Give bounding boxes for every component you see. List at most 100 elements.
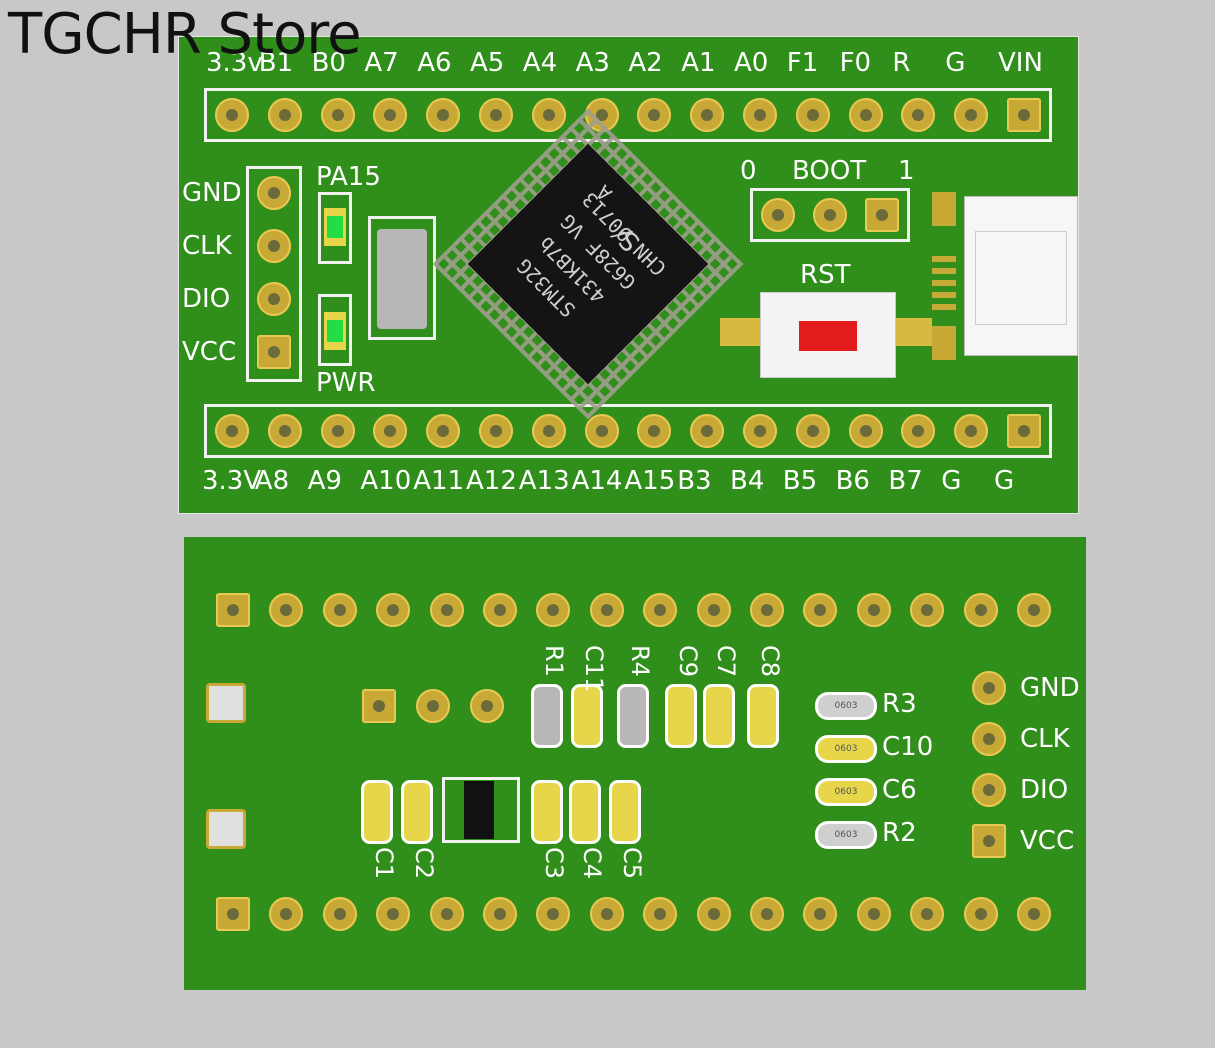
bv-bottom-pad[interactable] — [856, 897, 891, 931]
smd-component — [572, 783, 598, 841]
bv-swd-pad[interactable] — [972, 824, 1006, 858]
bv-swd-pad[interactable] — [972, 722, 1006, 756]
bottom-pin-pad[interactable] — [267, 414, 302, 448]
bv-top-pad[interactable] — [376, 593, 411, 627]
rst-button-cap[interactable] — [799, 321, 857, 351]
bv-top-pad[interactable] — [269, 593, 304, 627]
top-pin-pad[interactable] — [795, 98, 830, 132]
smd-label: C6 — [882, 775, 917, 805]
bv-top-pad[interactable] — [1017, 593, 1051, 627]
bv-top-pad[interactable] — [696, 593, 731, 627]
bottom-pin-pad[interactable] — [954, 414, 989, 448]
bottom-pin-pad[interactable] — [426, 414, 461, 448]
swd-pin-label: DIO — [182, 284, 231, 314]
bv-top-pad[interactable] — [750, 593, 784, 627]
top-pin-pad[interactable] — [373, 98, 408, 132]
swd-pin-pad[interactable] — [257, 282, 291, 316]
smd-label: C8 — [756, 645, 784, 678]
bv-top-pad[interactable] — [589, 593, 624, 627]
bottom-pin-pad[interactable] — [901, 414, 936, 448]
bv-top-pad[interactable] — [856, 593, 891, 627]
bottom-pin-pad[interactable] — [320, 414, 355, 448]
bottom-pin-pad[interactable] — [584, 414, 619, 448]
bv-bottom-pad[interactable] — [963, 897, 998, 931]
mount-hole-2 — [206, 809, 246, 849]
bv-top-pad[interactable] — [963, 593, 998, 627]
led-pa15 — [324, 208, 346, 246]
bottom-pin-label: A10 — [360, 466, 412, 496]
top-pin-pad[interactable] — [637, 98, 672, 132]
rst-label: RST — [800, 260, 851, 290]
bv-bottom-pad[interactable] — [910, 897, 945, 931]
bv-top-pad[interactable] — [910, 593, 945, 627]
top-pin-pad[interactable] — [531, 98, 566, 132]
bv-bottom-pad[interactable] — [1017, 897, 1051, 931]
bv-bottom-pad[interactable] — [376, 897, 411, 931]
top-pin-pad[interactable] — [901, 98, 936, 132]
bv-top-pad[interactable] — [483, 593, 517, 627]
smd-package: 0603 — [834, 701, 858, 711]
bv-pad-a[interactable] — [362, 689, 396, 723]
top-pin-pad[interactable] — [690, 98, 725, 132]
top-pin-pad[interactable] — [1007, 98, 1041, 132]
bv-bottom-pad[interactable] — [216, 897, 250, 931]
bv-top-pad[interactable] — [643, 593, 678, 627]
top-pin-pad[interactable] — [320, 98, 355, 132]
bv-swd-pad[interactable] — [972, 671, 1006, 705]
bottom-pin-pad[interactable] — [848, 414, 883, 448]
bv-bottom-pad[interactable] — [322, 897, 357, 931]
smd-label: R1 — [540, 645, 568, 677]
bv-pad-c[interactable] — [470, 689, 504, 723]
bv-top-pad[interactable] — [803, 593, 838, 627]
boot-zero-label: 0 — [740, 156, 757, 186]
bv-bottom-pad[interactable] — [803, 897, 838, 931]
boot-pad-0[interactable] — [761, 198, 795, 232]
bv-bottom-pad[interactable] — [589, 897, 624, 931]
bottom-pin-pad[interactable] — [690, 414, 725, 448]
bv-top-pad[interactable] — [322, 593, 357, 627]
bottom-pin-pad[interactable] — [743, 414, 777, 448]
top-pin-pad[interactable] — [743, 98, 777, 132]
top-pin-pad[interactable] — [848, 98, 883, 132]
smd-label: C3 — [540, 847, 568, 880]
bv-bottom-pad[interactable] — [643, 897, 678, 931]
bottom-pin-pad[interactable] — [637, 414, 672, 448]
bv-top-pad[interactable] — [429, 593, 464, 627]
bottom-pin-pad[interactable] — [531, 414, 566, 448]
bottom-pin-pad[interactable] — [795, 414, 830, 448]
swd-pin-pad[interactable] — [257, 176, 291, 210]
swd-pin-pad[interactable] — [257, 335, 291, 369]
bv-bottom-pad[interactable] — [269, 897, 304, 931]
boot-pad-mid[interactable] — [813, 198, 847, 232]
top-pin-pad[interactable] — [426, 98, 461, 132]
usb-connector[interactable] — [964, 196, 1078, 356]
top-pin-pad[interactable] — [267, 98, 302, 132]
smd-package: 0603 — [834, 787, 858, 797]
bv-bottom-pad[interactable] — [429, 897, 464, 931]
bv-bottom-pad[interactable] — [536, 897, 571, 931]
led-pwr-outline — [318, 294, 352, 366]
bottom-pin-pad[interactable] — [479, 414, 513, 448]
bv-swd-label: CLK — [1020, 724, 1070, 754]
bv-bottom-pad[interactable] — [696, 897, 731, 931]
bottom-pin-pad[interactable] — [1007, 414, 1041, 448]
smd-component — [612, 783, 638, 841]
bv-pad-b[interactable] — [416, 689, 450, 723]
top-pin-label: A0 — [734, 48, 769, 78]
swd-pin-pad[interactable] — [257, 229, 291, 263]
bv-bottom-pad[interactable] — [483, 897, 517, 931]
top-pin-pad[interactable] — [215, 98, 249, 132]
bottom-pin-pad[interactable] — [215, 414, 249, 448]
bottom-pin-pad[interactable] — [373, 414, 408, 448]
bv-bottom-pad[interactable] — [750, 897, 784, 931]
top-pin-pad[interactable] — [479, 98, 513, 132]
bv-swd-pad[interactable] — [972, 773, 1006, 807]
bv-swd-label: GND — [1020, 673, 1080, 703]
bv-top-pad[interactable] — [216, 593, 250, 627]
top-pin-pad[interactable] — [954, 98, 989, 132]
rst-button[interactable] — [760, 292, 896, 378]
bottom-header-outline — [204, 404, 1052, 458]
bv-top-pad[interactable] — [536, 593, 571, 627]
boot-pad-1[interactable] — [865, 198, 899, 232]
swd-header-outline — [246, 166, 302, 382]
